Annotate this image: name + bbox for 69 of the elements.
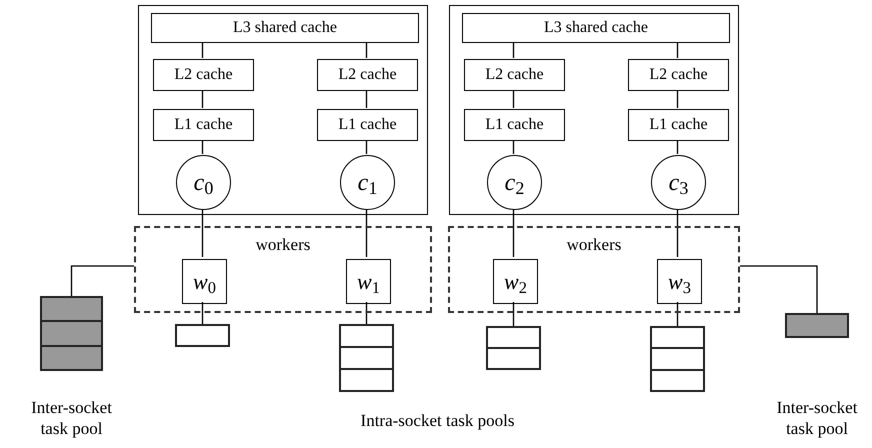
connector-line — [512, 140, 514, 154]
node-label: L2 cache — [338, 67, 397, 83]
task-pool-stack — [40, 296, 103, 371]
task-pool-stack — [339, 324, 394, 392]
socket-box — [449, 5, 739, 215]
cache-box — [153, 59, 254, 91]
connector-line — [512, 209, 514, 257]
group-caption: Intra-socket task pools — [360, 410, 516, 432]
node-label: L2 cache — [649, 67, 708, 83]
cache-box — [464, 109, 565, 141]
connector-line — [512, 42, 514, 58]
workers-group — [134, 226, 432, 313]
node-label: w$_{1}$ — [357, 270, 380, 292]
cache-box — [464, 59, 565, 91]
cache-box — [317, 59, 418, 91]
connector-line — [512, 302, 514, 326]
node-label: L1 cache — [649, 117, 708, 133]
worker-box — [493, 259, 538, 304]
node-label: c$_{2}$ — [504, 170, 524, 194]
connector-line — [512, 90, 514, 108]
connector-line — [366, 42, 368, 58]
cache-box — [153, 109, 254, 141]
connector-line — [676, 209, 678, 257]
cache-box — [462, 13, 730, 43]
task-pool-stack — [175, 324, 230, 347]
connector-line — [70, 265, 134, 296]
connector-line — [366, 209, 368, 257]
node-label: c$_{1}$ — [358, 170, 378, 194]
connector-line — [366, 140, 368, 154]
node-label: L1 cache — [338, 117, 397, 133]
node-label: c$_{0}$ — [194, 170, 214, 194]
connector-line — [740, 265, 818, 313]
node-label: w$_{0}$ — [193, 270, 216, 292]
connector-line — [676, 42, 678, 58]
node-label: L3 shared cache — [544, 20, 648, 36]
worker-box — [182, 259, 227, 304]
cache-box — [317, 109, 418, 141]
connector-line — [676, 90, 678, 108]
socket-box — [138, 5, 428, 215]
worker-box — [657, 259, 702, 304]
group-title: workers — [256, 236, 310, 253]
node-label: L2 cache — [485, 67, 544, 83]
task-pool-stack — [650, 326, 705, 392]
connector-line — [202, 90, 204, 108]
connector-line — [366, 90, 368, 108]
node-label: L1 cache — [174, 117, 233, 133]
node-label: w$_{2}$ — [504, 270, 527, 292]
group-title: workers — [566, 236, 622, 253]
connector-line — [202, 302, 204, 324]
node-label: L1 cache — [485, 117, 544, 133]
node-label: L2 cache — [174, 67, 233, 83]
task-pool-stack — [785, 313, 849, 338]
node-label: L3 shared cache — [233, 20, 337, 36]
node-label: c$_{3}$ — [668, 170, 688, 194]
connector-line — [366, 302, 368, 324]
connector-line — [202, 42, 204, 58]
cache-box — [628, 59, 729, 91]
workers-group — [448, 226, 740, 313]
pool-caption: Inter-socket task pool — [776, 397, 858, 440]
connector-line — [676, 140, 678, 154]
connector-line — [676, 302, 678, 326]
node-label: w$_{3}$ — [668, 270, 691, 292]
cache-box — [628, 109, 729, 141]
task-pool-stack — [486, 326, 541, 370]
connector-line — [202, 140, 204, 154]
pool-caption: Inter-socket task pool — [30, 397, 113, 440]
connector-line — [202, 209, 204, 257]
worker-box — [346, 259, 391, 304]
cache-box — [151, 13, 419, 43]
